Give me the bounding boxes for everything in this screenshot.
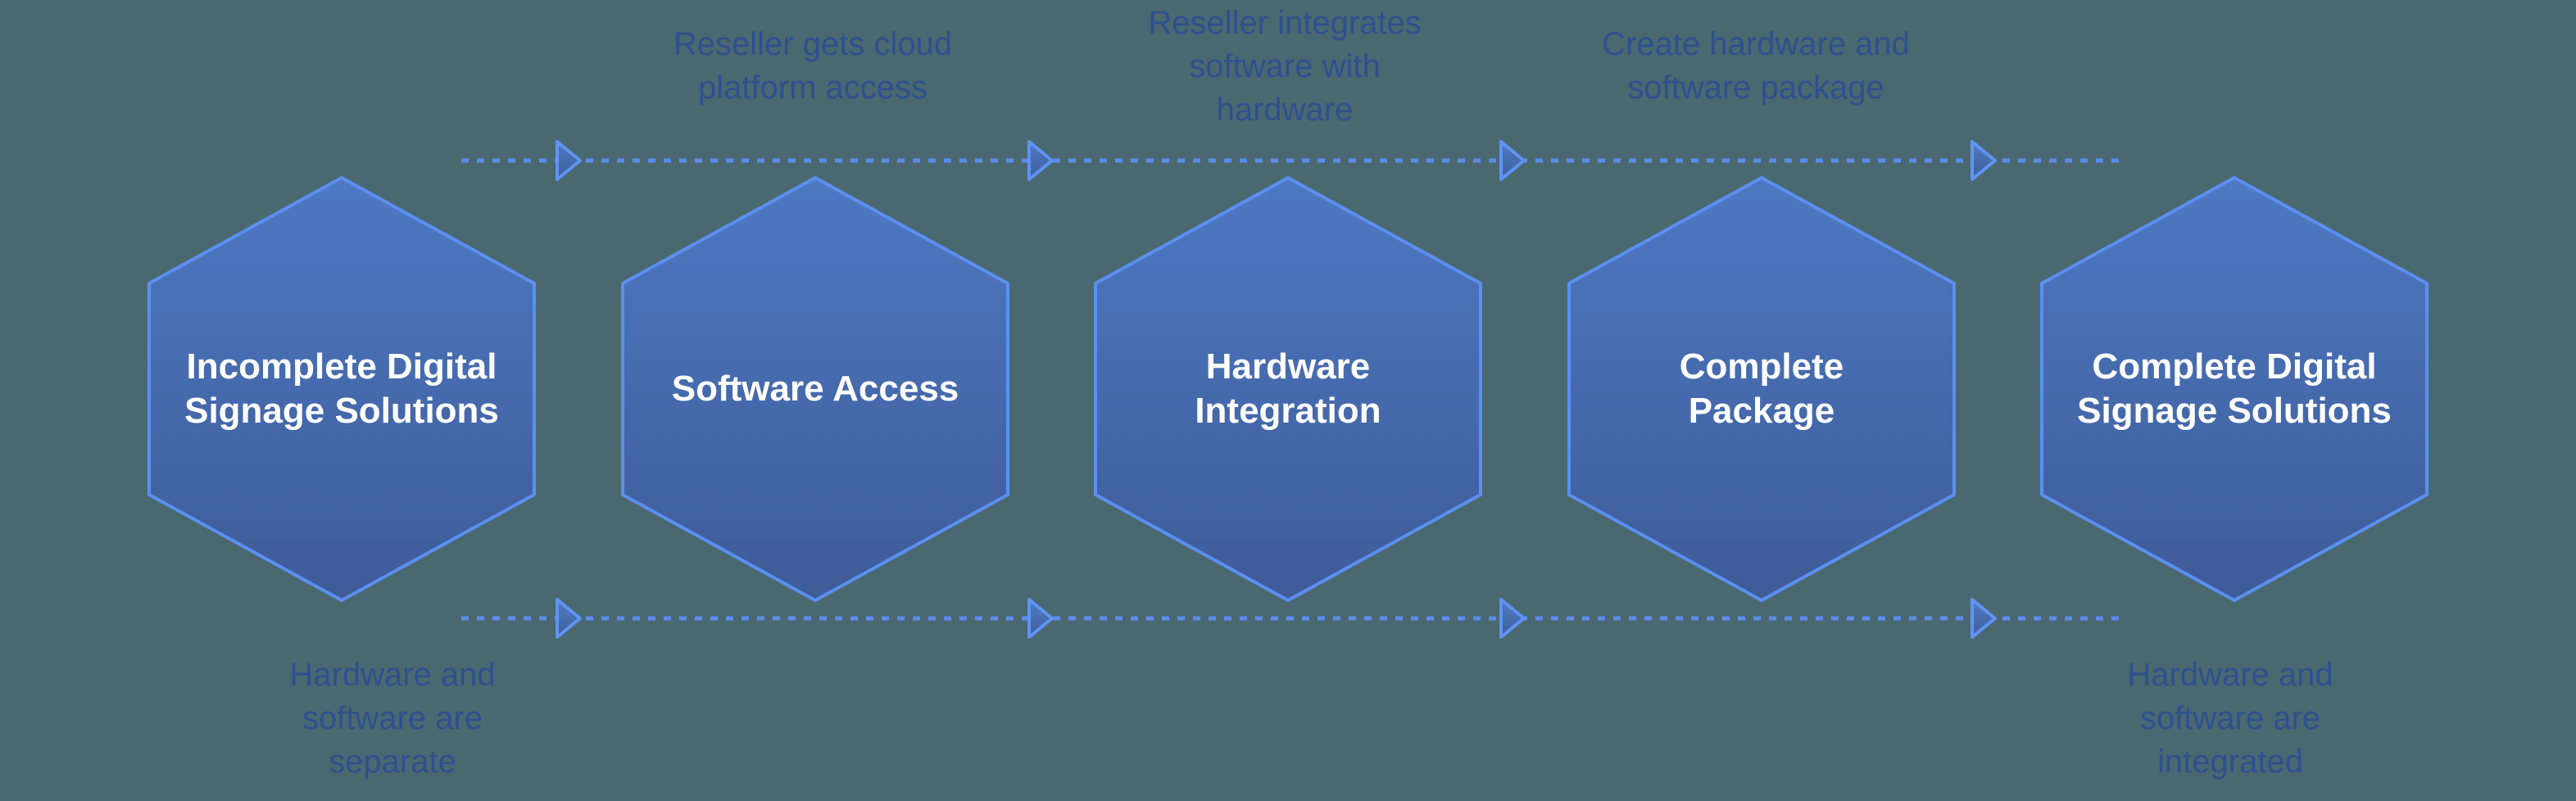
state-label-integrated: Hardware and software are integrated: [2127, 657, 2333, 780]
hexagon-node-3: [1094, 176, 1482, 602]
edge-label-create-package: Create hardware and software package: [1602, 26, 1910, 106]
hexagon-node-2: [621, 176, 1009, 602]
hexagon-title-complete-package: Complete Package: [1679, 346, 1844, 431]
hexagon-node-5: [2040, 176, 2429, 602]
hexagon-title-incomplete-solutions: Incomplete Digital Signage Solutions: [184, 346, 499, 431]
hexagon-title-complete-solutions: Complete Digital Signage Solutions: [2077, 346, 2392, 431]
state-label-separate: Hardware and software are separate: [289, 657, 496, 780]
hexagon-node-1: [147, 176, 536, 602]
edge-label-cloud-platform-access: Reseller gets cloud platform access: [673, 26, 953, 106]
edge-label-integrates-software: Reseller integrates software with hardwa…: [1148, 5, 1422, 128]
hexagon-title-hardware-integration: Hardware Integration: [1195, 346, 1381, 431]
hexagon-node-4: [1567, 176, 1956, 602]
hexagon-title-software-access: Software Access: [671, 369, 959, 409]
